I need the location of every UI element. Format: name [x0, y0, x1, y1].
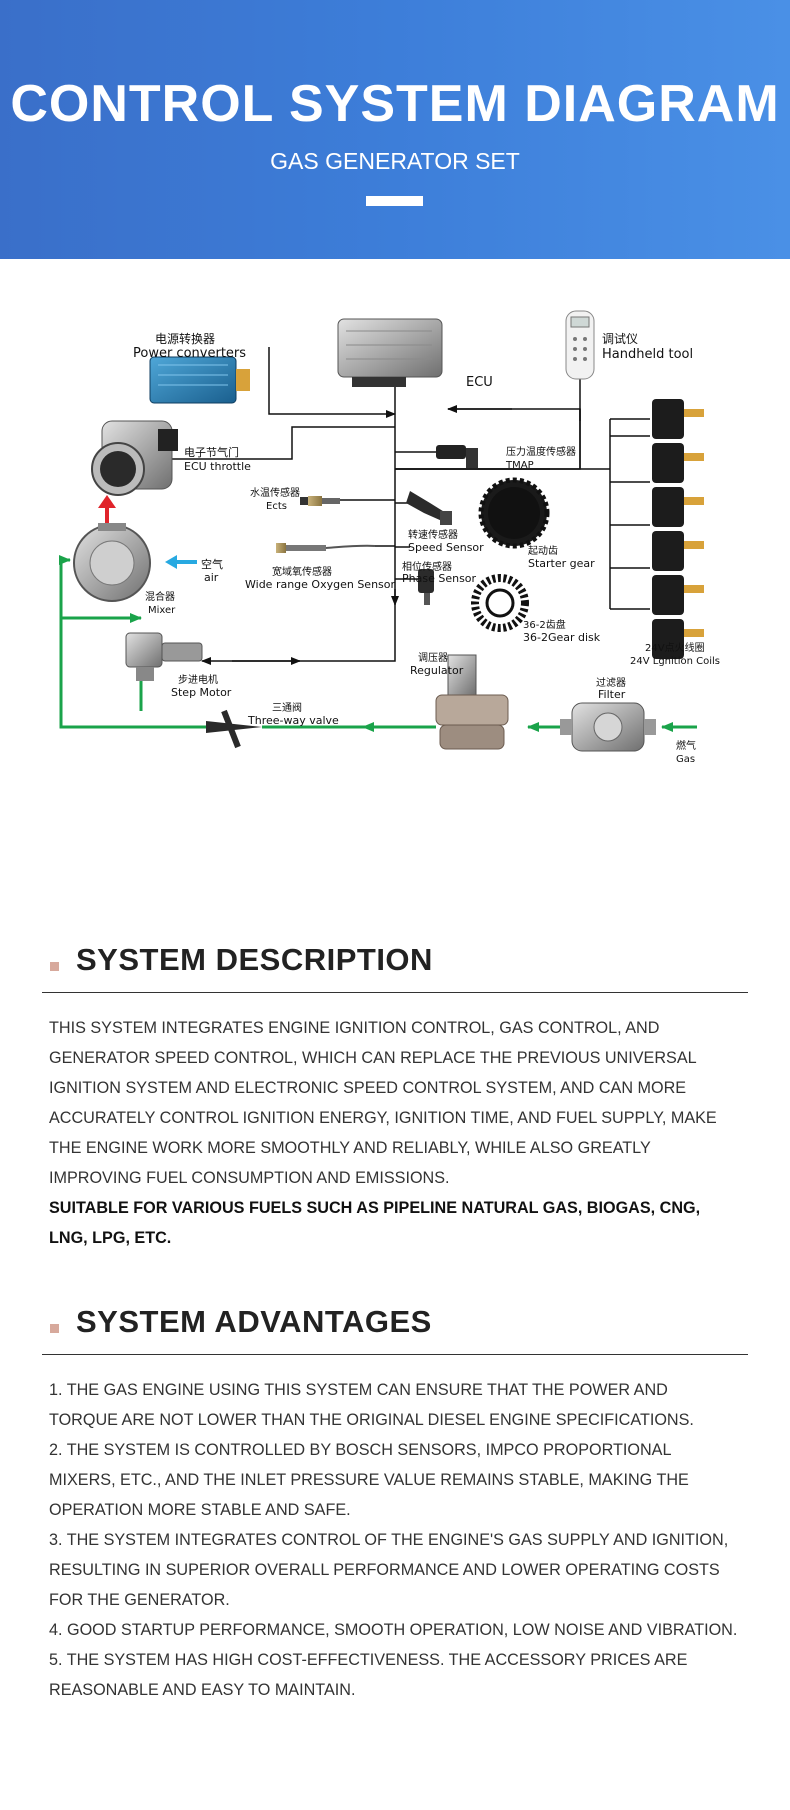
starter-gear-icon	[478, 477, 550, 549]
regulator-en: Regulator	[410, 664, 464, 677]
speed-sensor-cn: 转速传感器	[408, 528, 458, 541]
air-en: air	[204, 571, 219, 584]
step-motor-en: Step Motor	[171, 686, 232, 699]
description-body: THIS SYSTEM INTEGRATES ENGINE IGNITION C…	[49, 1019, 717, 1187]
wire-ecu-to-step-motor	[201, 615, 396, 665]
filter-icon	[560, 702, 656, 752]
phase-sensor-icon	[418, 569, 434, 605]
power-converters-en: Power converters	[133, 346, 246, 361]
filter-en: Filter	[598, 688, 626, 701]
control-system-diagram: ECU 电源转换器 Power converters 调试仪 Handheld …	[0, 259, 790, 889]
section-divider	[42, 992, 748, 993]
oxygen-sensor-icon	[276, 543, 376, 553]
ects-en: Ects	[266, 501, 287, 512]
description-fuels: SUITABLE FOR VARIOUS FUELS SUCH AS PIPEL…	[49, 1199, 701, 1247]
gear-disk-icon	[471, 574, 529, 632]
advantage-item: 4. GOOD STARTUP PERFORMANCE, SMOOTH OPER…	[49, 1621, 738, 1639]
handheld-tool-en: Handheld tool	[602, 347, 693, 362]
three-way-valve-en: Three-way valve	[247, 714, 339, 727]
ecu-throttle-icon	[91, 420, 178, 496]
advantage-item: 1. THE GAS ENGINE USING THIS SYSTEM CAN …	[49, 1381, 694, 1429]
three-way-valve-icon	[206, 709, 262, 749]
ecu-unit-icon	[337, 318, 443, 387]
ignition-coils-cn: 24V点火线圈	[645, 641, 705, 654]
advantage-item: 3. THE SYSTEM INTEGRATES CONTROL OF THE …	[49, 1531, 729, 1609]
air-cn: 空气	[201, 557, 223, 571]
step-motor-cn: 步进电机	[178, 673, 218, 686]
gear-disk-en: 36-2Gear disk	[523, 631, 601, 644]
tmap-cn: 压力温度传感器	[506, 445, 576, 458]
wire-ecu-to-throttle	[160, 426, 395, 460]
advantage-item: 2. THE SYSTEM IS CONTROLLED BY BOSCH SEN…	[49, 1441, 689, 1519]
section-divider	[42, 1354, 748, 1355]
mixer-cn: 混合器	[145, 590, 175, 603]
page-subtitle: GAS GENERATOR SET	[270, 148, 520, 174]
bullet-square	[50, 1324, 59, 1333]
three-way-valve-cn: 三通阀	[272, 701, 302, 714]
tmap-sensor-icon	[436, 445, 478, 468]
system-advantages-title: SYSTEM ADVANTAGES	[76, 1304, 432, 1339]
system-advantages-list: 1. THE GAS ENGINE USING THIS SYSTEM CAN …	[49, 1375, 739, 1705]
ecu-throttle-en: ECU throttle	[184, 460, 251, 473]
power-converter-icon	[149, 356, 250, 404]
oxygen-sensor-en: Wide range Oxygen Sensor	[245, 578, 395, 591]
header-banner: CONTROL SYSTEM DIAGRAM GAS GENERATOR SET	[0, 0, 790, 259]
phase-sensor-en: Phase Sensor	[402, 572, 477, 585]
oxygen-sensor-cn: 宽域氧传感器	[272, 565, 332, 578]
regulator-cn: 调压器	[418, 652, 448, 664]
step-motor-icon	[125, 632, 203, 681]
advantage-item: 5. THE SYSTEM HAS HIGH COST-EFFECTIVENES…	[49, 1651, 688, 1699]
filter-cn: 过滤器	[596, 676, 626, 689]
gas-lines	[59, 555, 697, 732]
page-title: CONTROL SYSTEM DIAGRAM	[10, 75, 780, 133]
starter-gear-cn: 起动齿	[528, 545, 558, 557]
system-description-text: THIS SYSTEM INTEGRATES ENGINE IGNITION C…	[49, 1013, 739, 1253]
mixer-icon	[73, 523, 151, 602]
wire-power-to-ecu	[268, 347, 396, 418]
speed-sensor-en: Speed Sensor	[408, 541, 484, 554]
title-underline	[366, 196, 423, 206]
system-description-title: SYSTEM DESCRIPTION	[76, 942, 433, 977]
ignition-coils-en: 24V Lgnition Coils	[630, 656, 720, 667]
air-arrow	[165, 555, 197, 569]
ects-cn: 水温传感器	[250, 486, 300, 499]
power-converters-cn: 电源转换器	[155, 331, 215, 346]
gas-en: Gas	[676, 754, 695, 765]
mixer-to-throttle-arrow	[98, 495, 116, 523]
diagram-svg: ECU 电源转换器 Power converters 调试仪 Handheld …	[59, 310, 720, 765]
phase-sensor-cn: 相位传感器	[402, 560, 452, 573]
bullet-square	[50, 962, 59, 971]
handheld-tool-cn: 调试仪	[602, 331, 638, 346]
tmap-en: TMAP	[505, 460, 534, 471]
speed-sensor-icon	[406, 491, 452, 525]
gear-disk-cn: 36-2齿盘	[523, 618, 566, 631]
ecu-throttle-cn: 电子节气门	[184, 445, 239, 459]
regulator-icon	[435, 654, 509, 750]
handheld-tool-icon	[565, 310, 595, 380]
ects-sensor-icon	[300, 496, 340, 506]
mixer-en: Mixer	[148, 605, 176, 616]
ecu-label: ECU	[466, 375, 493, 390]
gas-cn: 燃气	[676, 739, 696, 752]
ignition-coils-icon	[652, 399, 704, 659]
starter-gear-en: Starter gear	[528, 557, 595, 570]
